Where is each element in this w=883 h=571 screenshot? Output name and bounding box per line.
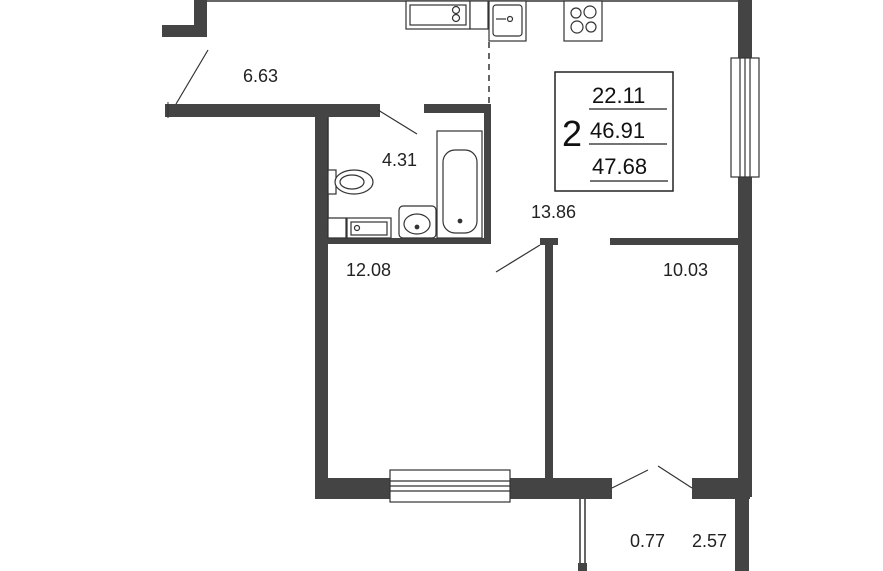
- balcony-railing-end: [578, 563, 587, 571]
- wall-bottom-right: [692, 478, 750, 499]
- summary-frame: [554, 71, 674, 192]
- wall-bedroom-left: [315, 104, 328, 499]
- bathroom-area: 4.31: [382, 150, 417, 170]
- entrance-door-leaf: [175, 49, 209, 105]
- wall-right-outer: [738, 0, 752, 58]
- fixtures: [327, 0, 603, 239]
- walls: [162, 0, 752, 571]
- washing-machine-icon: [405, 0, 471, 30]
- wall-bath-right: [484, 104, 491, 244]
- kitchen-door-leaf: [495, 244, 541, 273]
- bath-corner-shelf: [327, 217, 347, 239]
- stove-icon: [563, 0, 603, 42]
- wall-partition-bedroom-kitchen: [545, 240, 553, 478]
- wall-bath-top-right: [424, 104, 490, 113]
- kitchen-sink-icon: [488, 0, 527, 42]
- bath-washer-icon: [346, 217, 392, 239]
- wall-partition-cap: [540, 238, 558, 245]
- bedroom-right-area: 10.03: [663, 260, 708, 280]
- balcony-door-leaf-right: [657, 465, 693, 489]
- bathroom-door-leaf: [377, 109, 418, 135]
- total-area-with-balcony-value: 47.68: [592, 154, 647, 179]
- room-labels: 6.63 4.31 13.86 12.08 10.03 0.77 2.57: [243, 66, 727, 551]
- rooms-count: 2: [562, 113, 582, 154]
- wall-bath-bottom: [315, 238, 491, 244]
- wall-right-outer-mid: [738, 177, 752, 497]
- living-area-value: 22.11: [592, 83, 645, 108]
- area-summary-box: 2 22.11 46.91 47.68: [554, 71, 674, 192]
- bedroom-left-area: 12.08: [346, 260, 391, 280]
- wall-bottom-mid: [510, 478, 612, 499]
- bath-sink-icon: [398, 205, 437, 239]
- wall-right-outer-bottom: [735, 492, 749, 571]
- balcony-small-area: 0.77: [630, 531, 665, 551]
- wall-top-left-vertical: [194, 0, 207, 37]
- hallway-area: 6.63: [243, 66, 278, 86]
- kitchen-living-area: 13.86: [531, 202, 576, 222]
- wall-right-bedroom-top: [610, 238, 745, 245]
- cabinet-icon: [469, 0, 489, 30]
- wall-hallway-bottom: [165, 104, 380, 117]
- windows: [389, 57, 760, 503]
- toilet-icon: [327, 169, 374, 195]
- bathtub-icon: [436, 130, 483, 239]
- total-area-value: 46.91: [590, 118, 645, 143]
- wall-bottom-left: [315, 478, 395, 499]
- balcony-door-leaf-left: [611, 469, 649, 489]
- balcony-area: 2.57: [692, 531, 727, 551]
